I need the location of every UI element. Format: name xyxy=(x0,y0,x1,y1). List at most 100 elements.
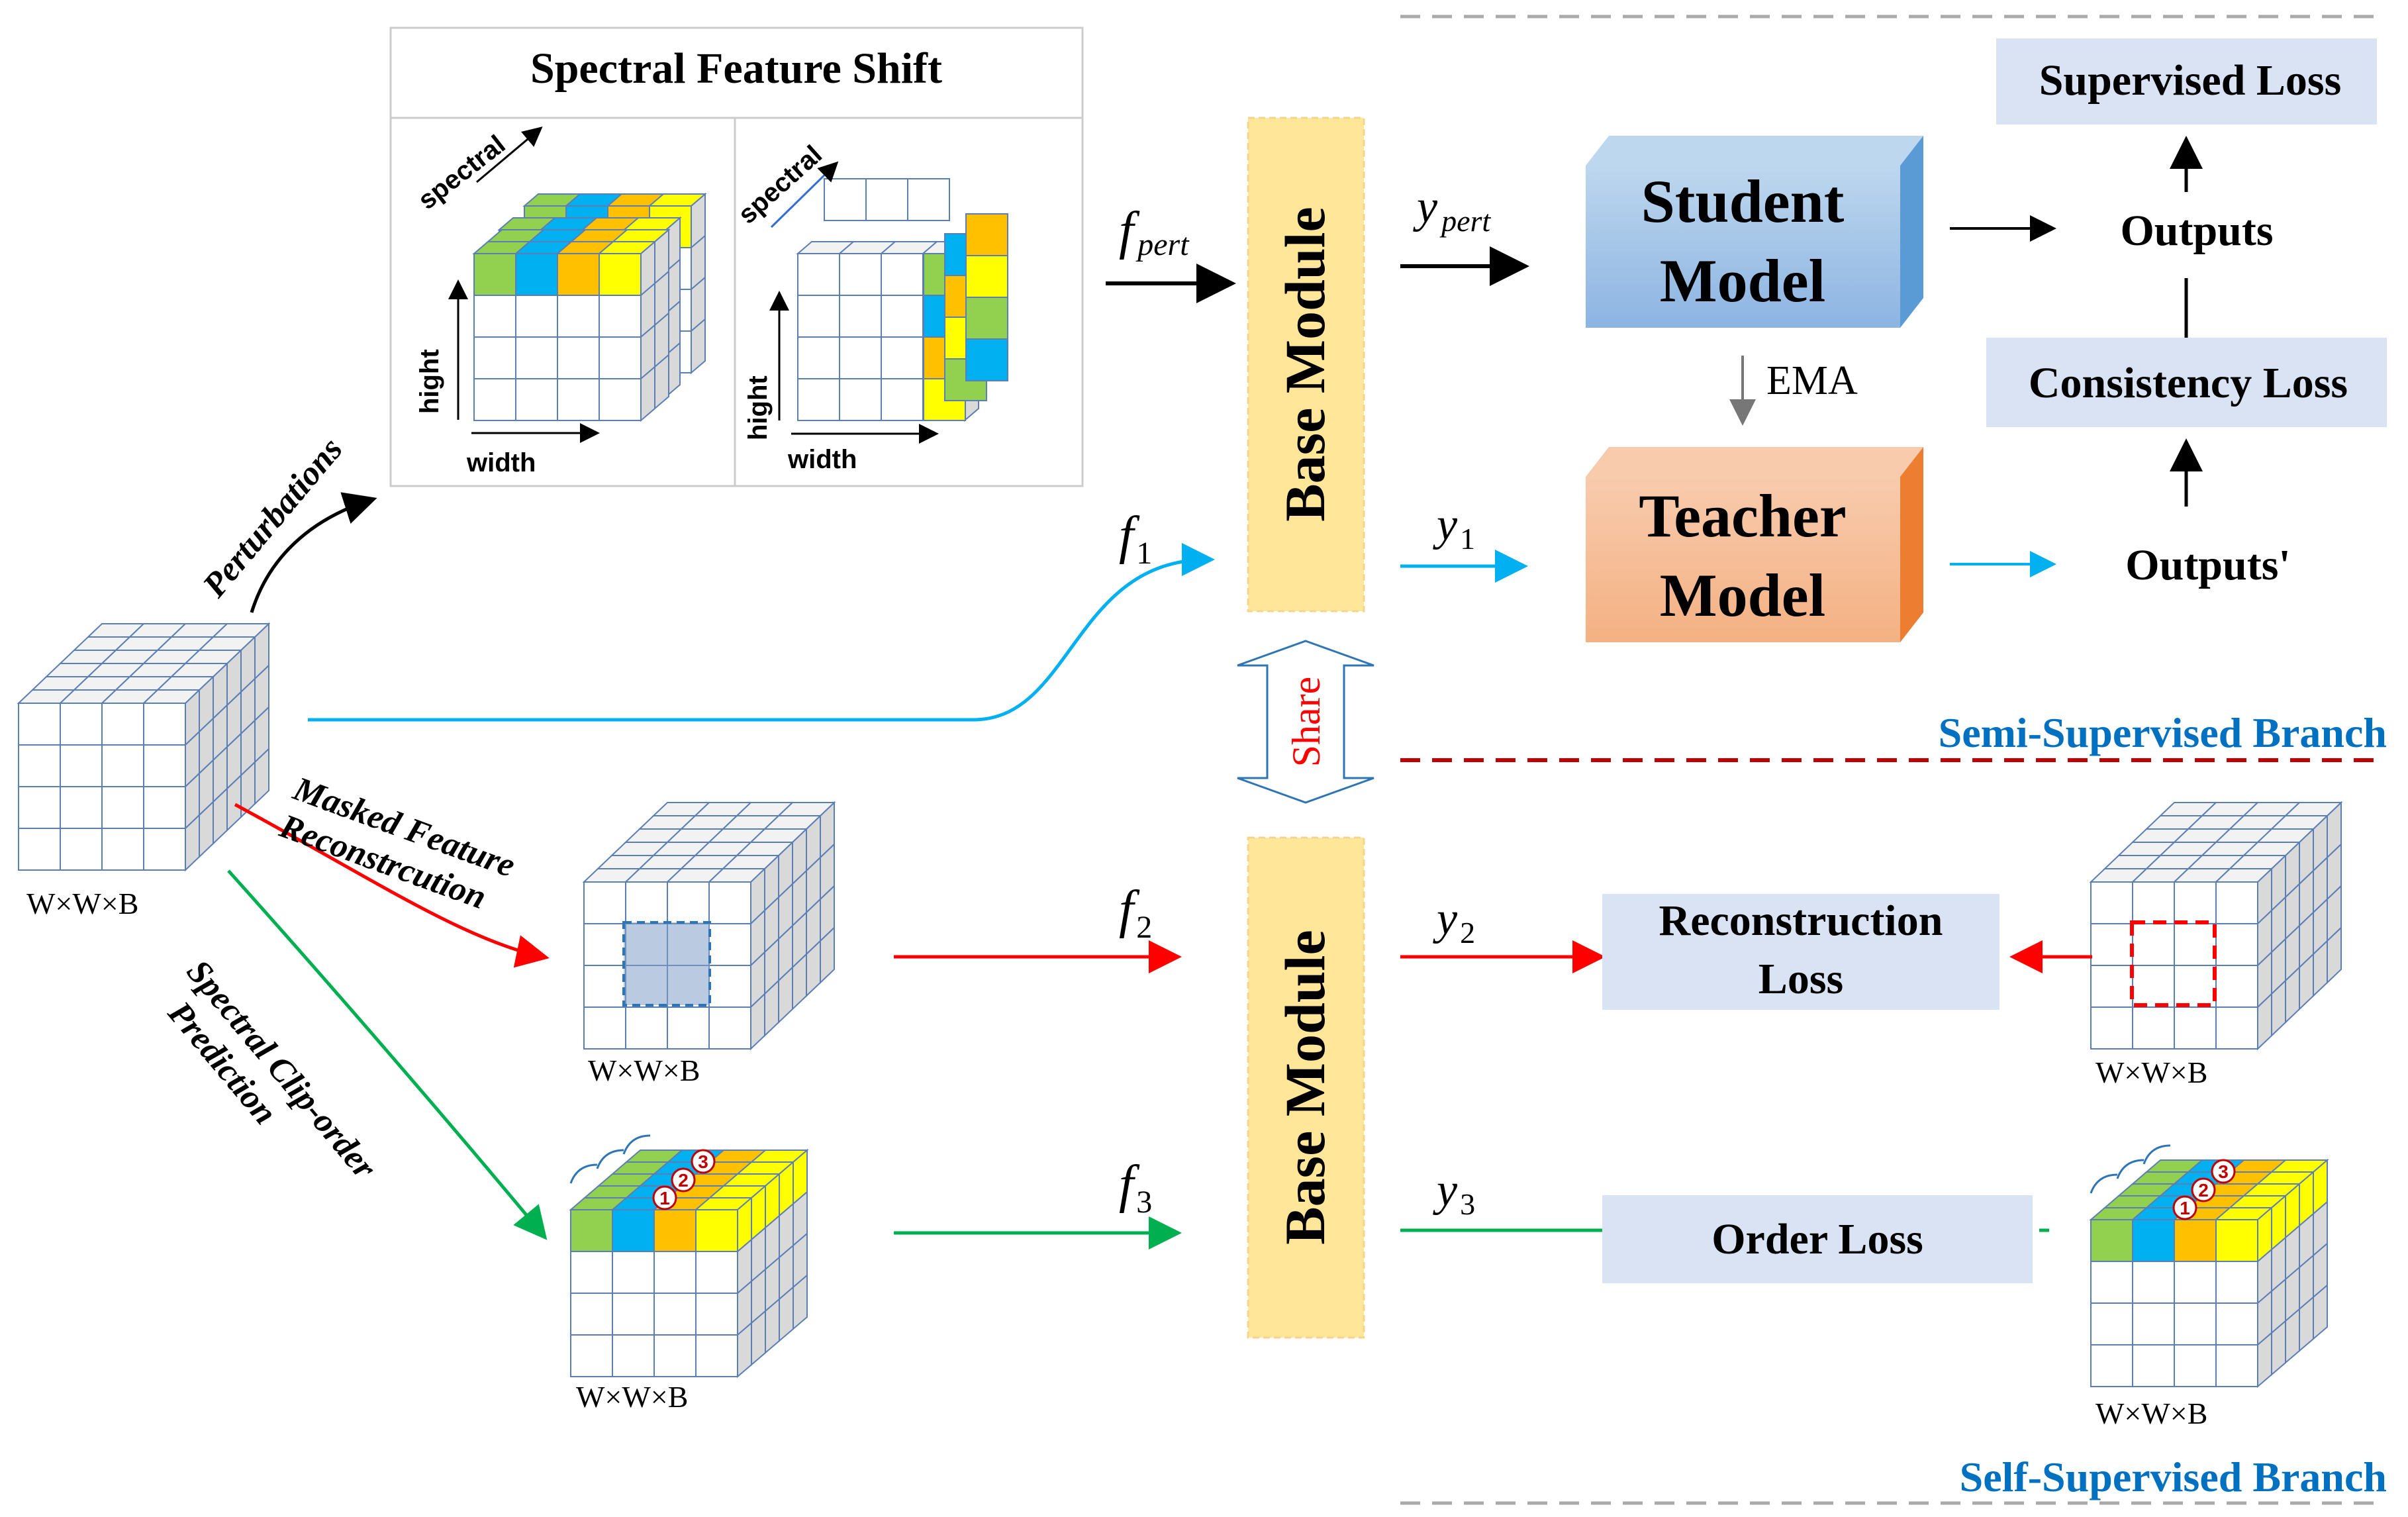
y3-label: y3 xyxy=(1433,1165,1475,1221)
cube-front-cell xyxy=(143,828,186,871)
cube-side-cell xyxy=(793,1273,808,1331)
cube-front-cell xyxy=(839,295,882,338)
supervised-loss-box xyxy=(1996,38,2377,124)
cube-front-cell xyxy=(570,1293,613,1336)
cube-front-cell xyxy=(60,744,103,787)
shifted-band-cell xyxy=(965,297,1008,340)
cube-front-cell xyxy=(18,703,61,746)
cube-front-cell xyxy=(2132,965,2175,1008)
order-marker xyxy=(2172,1195,2197,1220)
clip-bracket xyxy=(2143,1144,2171,1165)
cube-front-cell xyxy=(2215,923,2258,966)
cube-front-cell xyxy=(583,1006,626,1050)
student-label-line1: Student xyxy=(1641,168,1845,235)
cube-front-cell xyxy=(797,336,840,379)
order-marker-number: 2 xyxy=(2198,1180,2209,1200)
masked-branch-label: Masked Feature Reconstrcution xyxy=(274,769,520,916)
order-dims-label: W×W×B xyxy=(576,1380,688,1414)
cube-front-cell xyxy=(2090,1344,2133,1387)
student-label-line2: Model xyxy=(1660,247,1825,315)
cube-front-cell xyxy=(2174,881,2217,924)
cube-front-cell xyxy=(612,1334,655,1377)
shifted-band-cell xyxy=(965,255,1008,298)
order-marker-number: 3 xyxy=(698,1151,708,1172)
cube-front-cell xyxy=(653,1293,697,1336)
cube-front-cell xyxy=(101,828,144,871)
cube-front-cell xyxy=(557,378,600,421)
cube-front-cell xyxy=(2132,1302,2175,1346)
order-loss-label: Order Loss xyxy=(1711,1215,1923,1263)
order-marker-number: 3 xyxy=(2218,1161,2229,1182)
cube-front-cell xyxy=(473,295,516,338)
recon-target-dims-label: W×W×B xyxy=(2095,1055,2207,1089)
cube-front-cell xyxy=(653,1209,697,1252)
reconstruction-target-cube xyxy=(2089,801,2343,1051)
self-branch-label: Self-Supervised Branch xyxy=(1960,1453,2387,1500)
student-model: Student Model xyxy=(1586,136,1923,328)
cube-front-cell xyxy=(797,295,840,338)
cube-front-cell xyxy=(557,336,600,379)
cube-front-cell xyxy=(708,1006,751,1050)
cube-front-cell xyxy=(695,1209,738,1252)
cube-front-cell xyxy=(570,1334,613,1377)
consistency-loss-label: Consistency Loss xyxy=(2029,359,2348,407)
cube-front-cell xyxy=(881,336,924,379)
order-marker xyxy=(671,1167,696,1193)
cube-front-cell xyxy=(515,336,558,379)
cube-front-cell xyxy=(2174,1219,2217,1262)
cube-front-cell xyxy=(515,253,558,296)
order-marker-number: 1 xyxy=(659,1188,670,1208)
cube-front-cell xyxy=(60,828,103,871)
cube-side-cell xyxy=(254,747,269,806)
cube-front-cell xyxy=(143,703,186,746)
clip-bracket xyxy=(596,1149,624,1169)
cube-front-cell xyxy=(653,1251,697,1294)
teacher-label-line1: Teacher xyxy=(1639,482,1846,550)
order-target-dims-label: W×W×B xyxy=(2095,1396,2207,1430)
cube-front-cell xyxy=(2215,1219,2258,1262)
teacher-label-line2: Model xyxy=(1660,562,1825,629)
cube-front-cell xyxy=(143,744,186,787)
clip-bracket xyxy=(2090,1173,2118,1194)
cube-front-cell xyxy=(18,828,61,871)
cube-front-cell xyxy=(625,1006,668,1050)
cube-front-cell xyxy=(599,253,642,296)
order-marker-number: 2 xyxy=(678,1170,689,1191)
teacher-model: Teacher Model xyxy=(1586,447,1923,642)
order-marker xyxy=(691,1149,716,1174)
cube-top-cell xyxy=(211,623,271,638)
cube-front-cell xyxy=(143,786,186,829)
f1-input-path xyxy=(308,543,1215,722)
cube-side-cell xyxy=(654,353,669,411)
base-module-top-label: Base Module xyxy=(1273,207,1337,521)
cube-front-cell xyxy=(2174,965,2217,1008)
cube-top-cell xyxy=(611,229,671,242)
cube-front-cell xyxy=(473,378,516,421)
cube-front-cell xyxy=(2174,1344,2217,1387)
order-marker-number: 1 xyxy=(2180,1198,2190,1218)
cube-front-cell xyxy=(695,1293,738,1336)
cube-front-cell xyxy=(557,253,600,296)
cube-front-cell xyxy=(667,881,710,924)
outputs-label: Outputs xyxy=(2120,207,2273,255)
order-loss-box xyxy=(1602,1195,2033,1283)
cube-front-cell xyxy=(2090,1261,2133,1304)
cube-front-cell xyxy=(101,744,144,787)
f1-label: f1 xyxy=(1119,507,1152,571)
cube-front-cell xyxy=(473,253,516,296)
cube-front-cell xyxy=(18,744,61,787)
cube-front-cell xyxy=(2132,881,2175,924)
cube-front-cell xyxy=(839,336,882,379)
cube-top-cell xyxy=(777,802,836,816)
share-label: Share xyxy=(1284,677,1328,767)
cube-front-cell xyxy=(583,923,626,966)
cube-front-cell xyxy=(695,1334,738,1377)
cube-front-cell xyxy=(2132,1261,2175,1304)
cube-front-cell xyxy=(60,703,103,746)
cube-side-band-cell xyxy=(793,1148,808,1206)
cube-front-cell xyxy=(2132,1344,2175,1387)
consistency-loss-box xyxy=(1986,338,2387,427)
y2-label: y2 xyxy=(1433,893,1475,950)
spectral-feature-shift-panel: Spectral Feature Shift hight width spect… xyxy=(389,26,1084,487)
